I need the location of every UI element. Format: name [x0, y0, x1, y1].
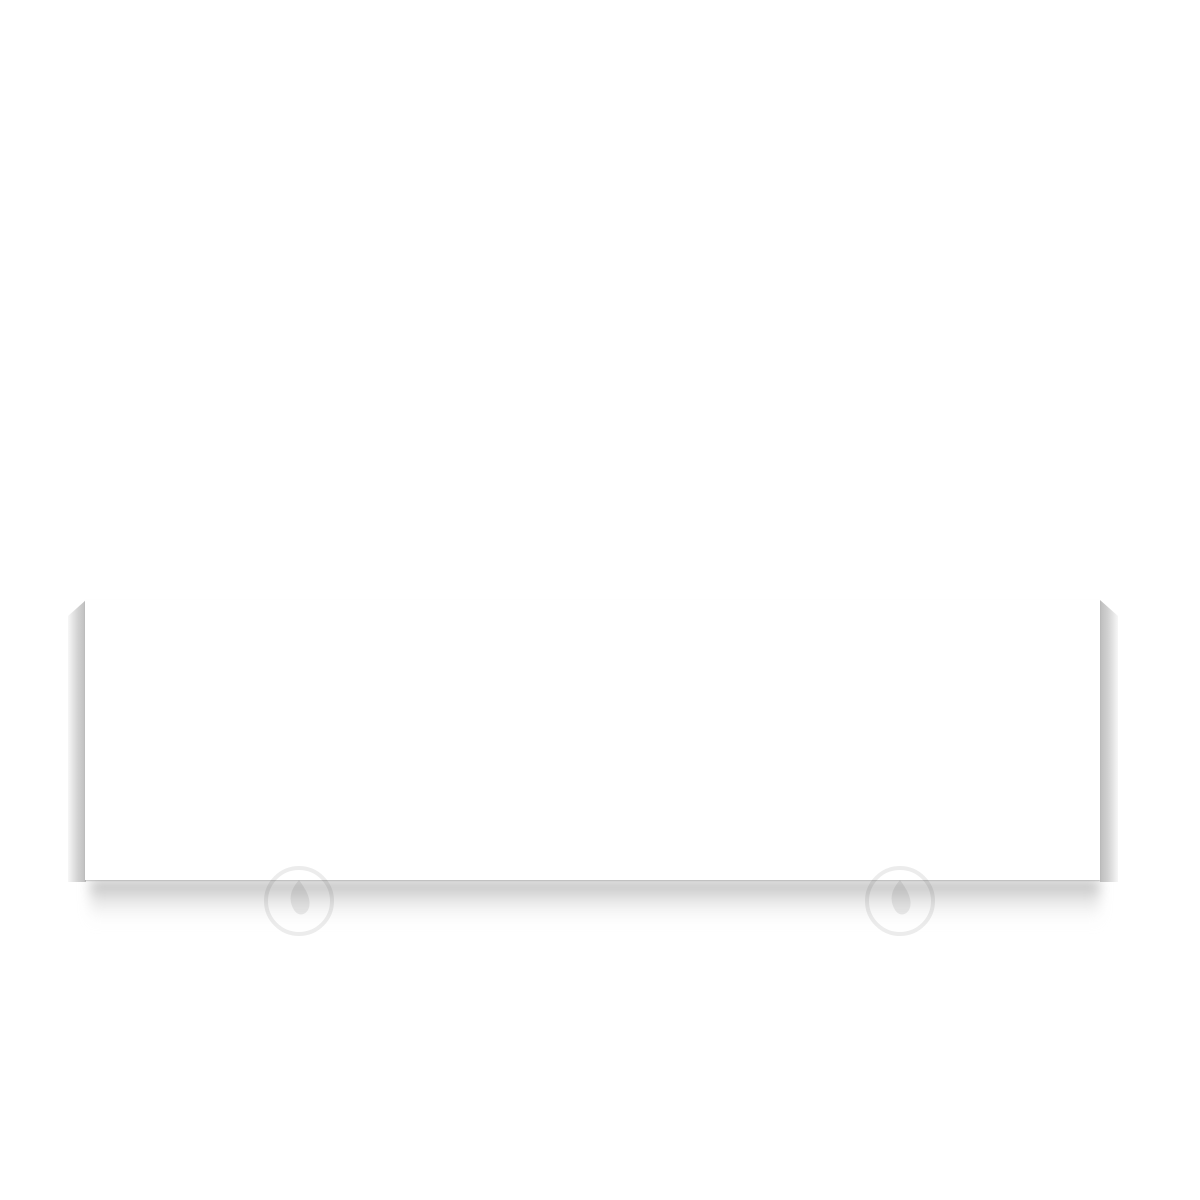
watermark-logo-icon: [264, 866, 334, 936]
panel-shadow: [90, 880, 1100, 926]
watermark-logo-icon: [865, 866, 935, 936]
panel-side-left: [68, 600, 86, 882]
blank-banner-panel: [85, 600, 1100, 880]
panel-side-right: [1100, 600, 1118, 882]
